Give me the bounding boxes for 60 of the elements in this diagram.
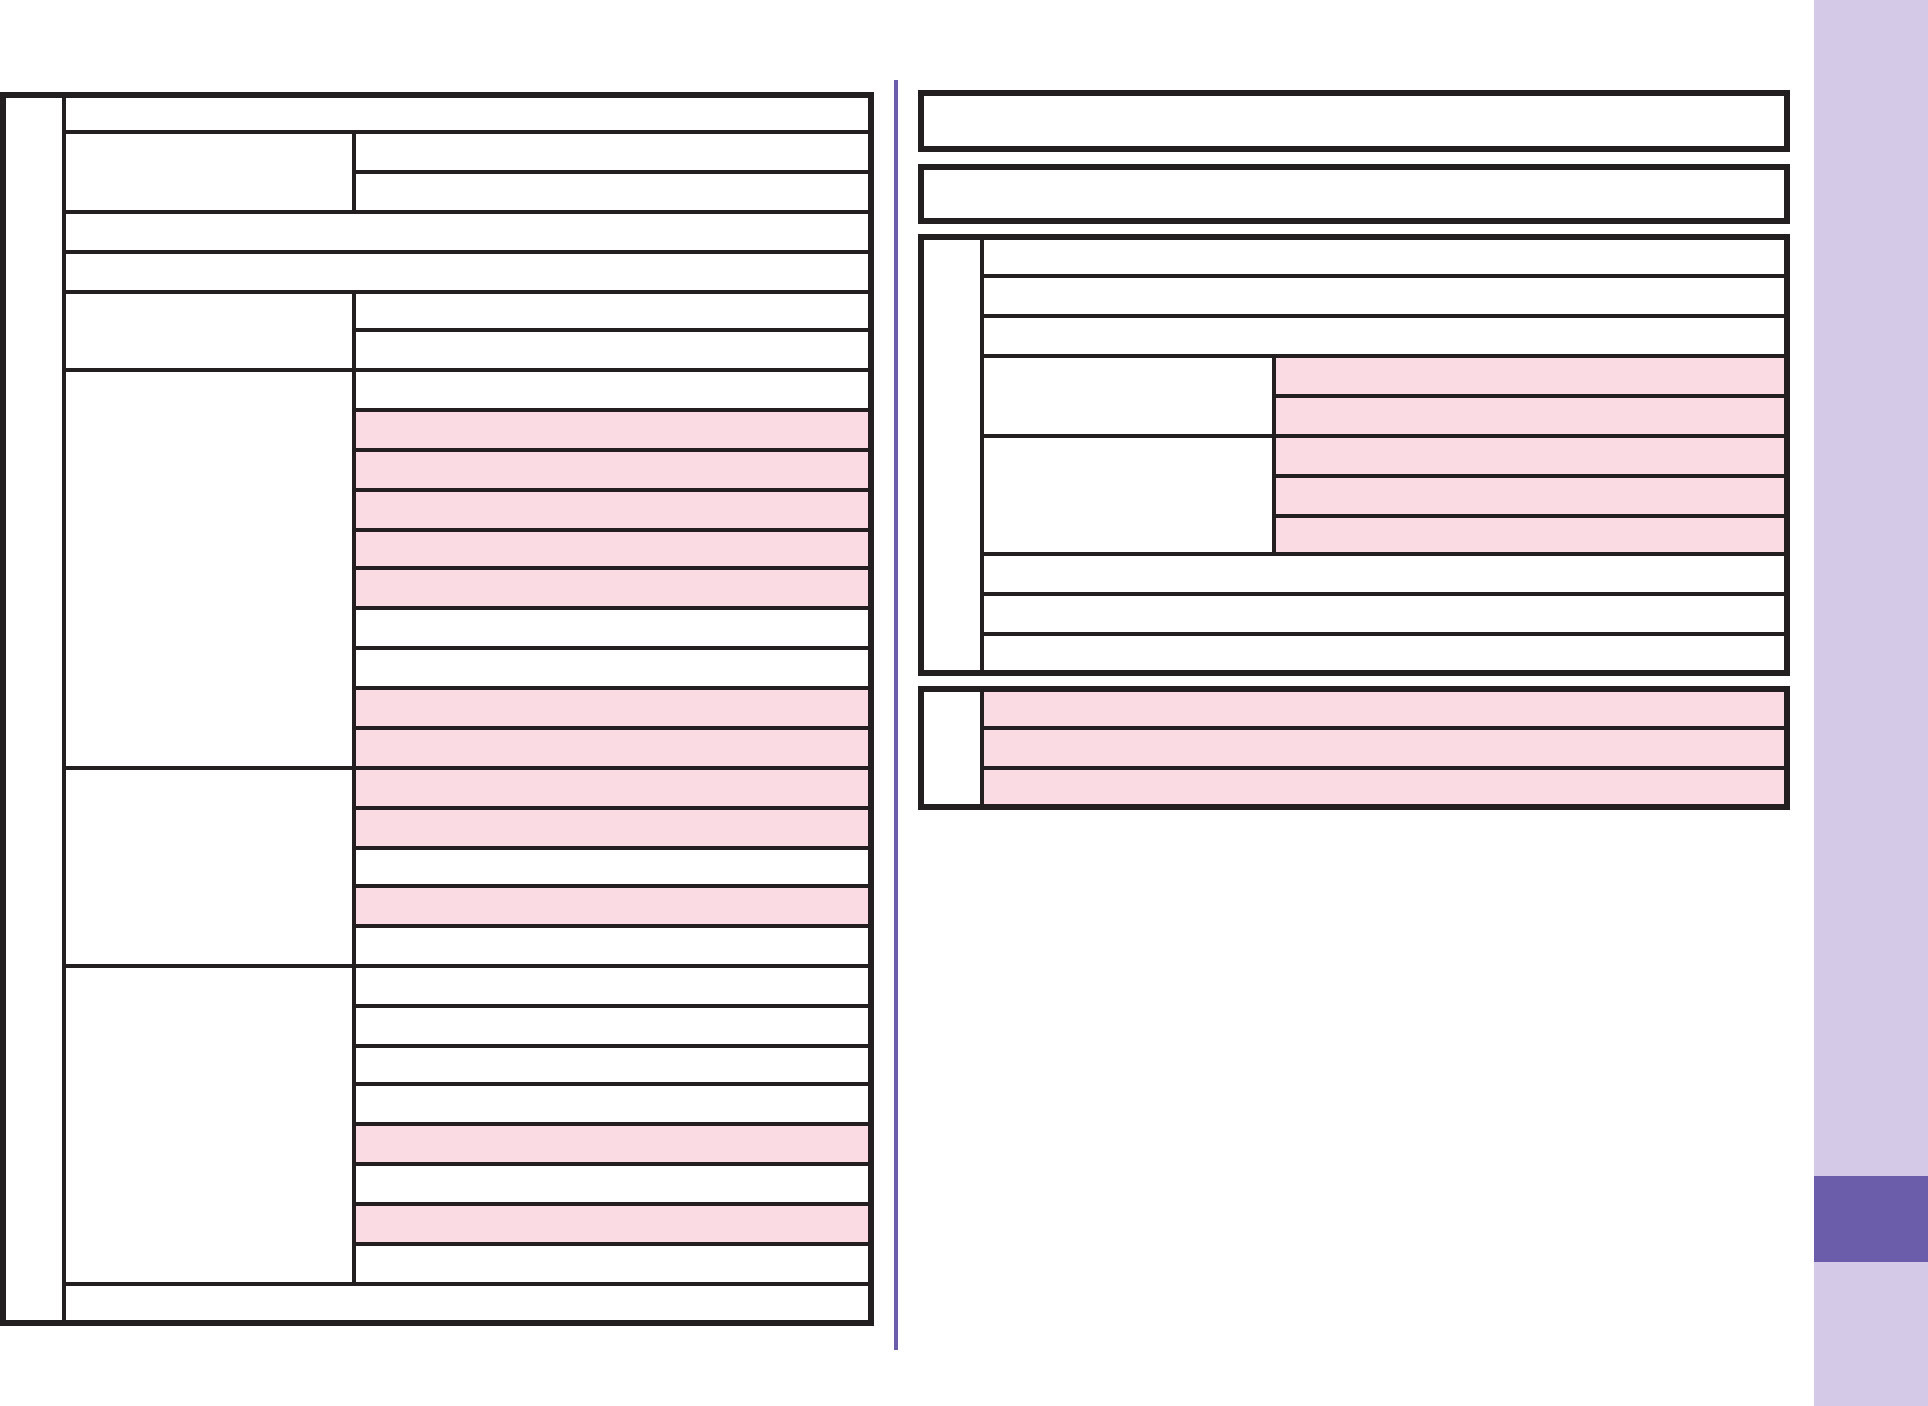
- table-cell: [982, 690, 1786, 728]
- table-frame: [0, 92, 874, 1326]
- table-cell: [354, 1084, 870, 1124]
- table-cell: [354, 1124, 870, 1164]
- table-cell: [354, 172, 870, 212]
- table-frame: [918, 234, 1790, 676]
- table-cell: [354, 608, 870, 648]
- table-cell: [982, 436, 1274, 554]
- table-cell: [354, 886, 870, 926]
- table-cell: [982, 316, 1786, 356]
- table-cell: [354, 410, 870, 450]
- table-cell: [354, 1006, 870, 1046]
- table-cell: [64, 1284, 870, 1322]
- table-cell: [354, 292, 870, 330]
- table-cell: [982, 276, 1786, 316]
- table-cell: [1274, 436, 1786, 476]
- table-frame: [918, 164, 1790, 224]
- table-cell: [354, 450, 870, 490]
- table-cell: [1274, 516, 1786, 554]
- table-cell: [64, 292, 354, 370]
- table-cell: [354, 330, 870, 370]
- table-cell: [1274, 356, 1786, 396]
- table-cell: [982, 728, 1786, 768]
- table-cell: [354, 1204, 870, 1244]
- table-cell: [354, 966, 870, 1006]
- table-cell: [354, 370, 870, 410]
- table-cell: [64, 370, 354, 768]
- table-cell: [354, 568, 870, 608]
- table-cell: [354, 490, 870, 530]
- table-cell: [982, 768, 1786, 806]
- table-cell: [982, 634, 1786, 672]
- table-frame: [918, 686, 1790, 810]
- table-cell: [354, 848, 870, 886]
- table-cell: [64, 96, 870, 132]
- table-cell: [354, 648, 870, 688]
- table-cell: [982, 594, 1786, 634]
- table-cell: [1274, 396, 1786, 436]
- table-cell: [354, 808, 870, 848]
- table-cell: [982, 356, 1274, 436]
- table-cell: [1274, 476, 1786, 516]
- table-cell: [354, 1164, 870, 1204]
- table-cell: [922, 690, 982, 806]
- table-frame: [918, 90, 1790, 152]
- table-cell: [922, 238, 982, 672]
- table-cell: [354, 1244, 870, 1284]
- table-cell: [354, 688, 870, 728]
- table-cell: [64, 212, 870, 252]
- table-cell: [64, 768, 354, 966]
- table-cell: [64, 132, 354, 212]
- table-cell: [354, 768, 870, 808]
- table-cell: [354, 926, 870, 966]
- table-cell: [354, 132, 870, 172]
- table-cell: [982, 238, 1786, 276]
- table-cell: [354, 530, 870, 568]
- table-cell: [354, 728, 870, 768]
- table-cell: [982, 554, 1786, 594]
- table-cell: [354, 1046, 870, 1084]
- table-cell: [4, 96, 64, 1322]
- table-cell: [64, 252, 870, 292]
- table-cell: [64, 966, 354, 1284]
